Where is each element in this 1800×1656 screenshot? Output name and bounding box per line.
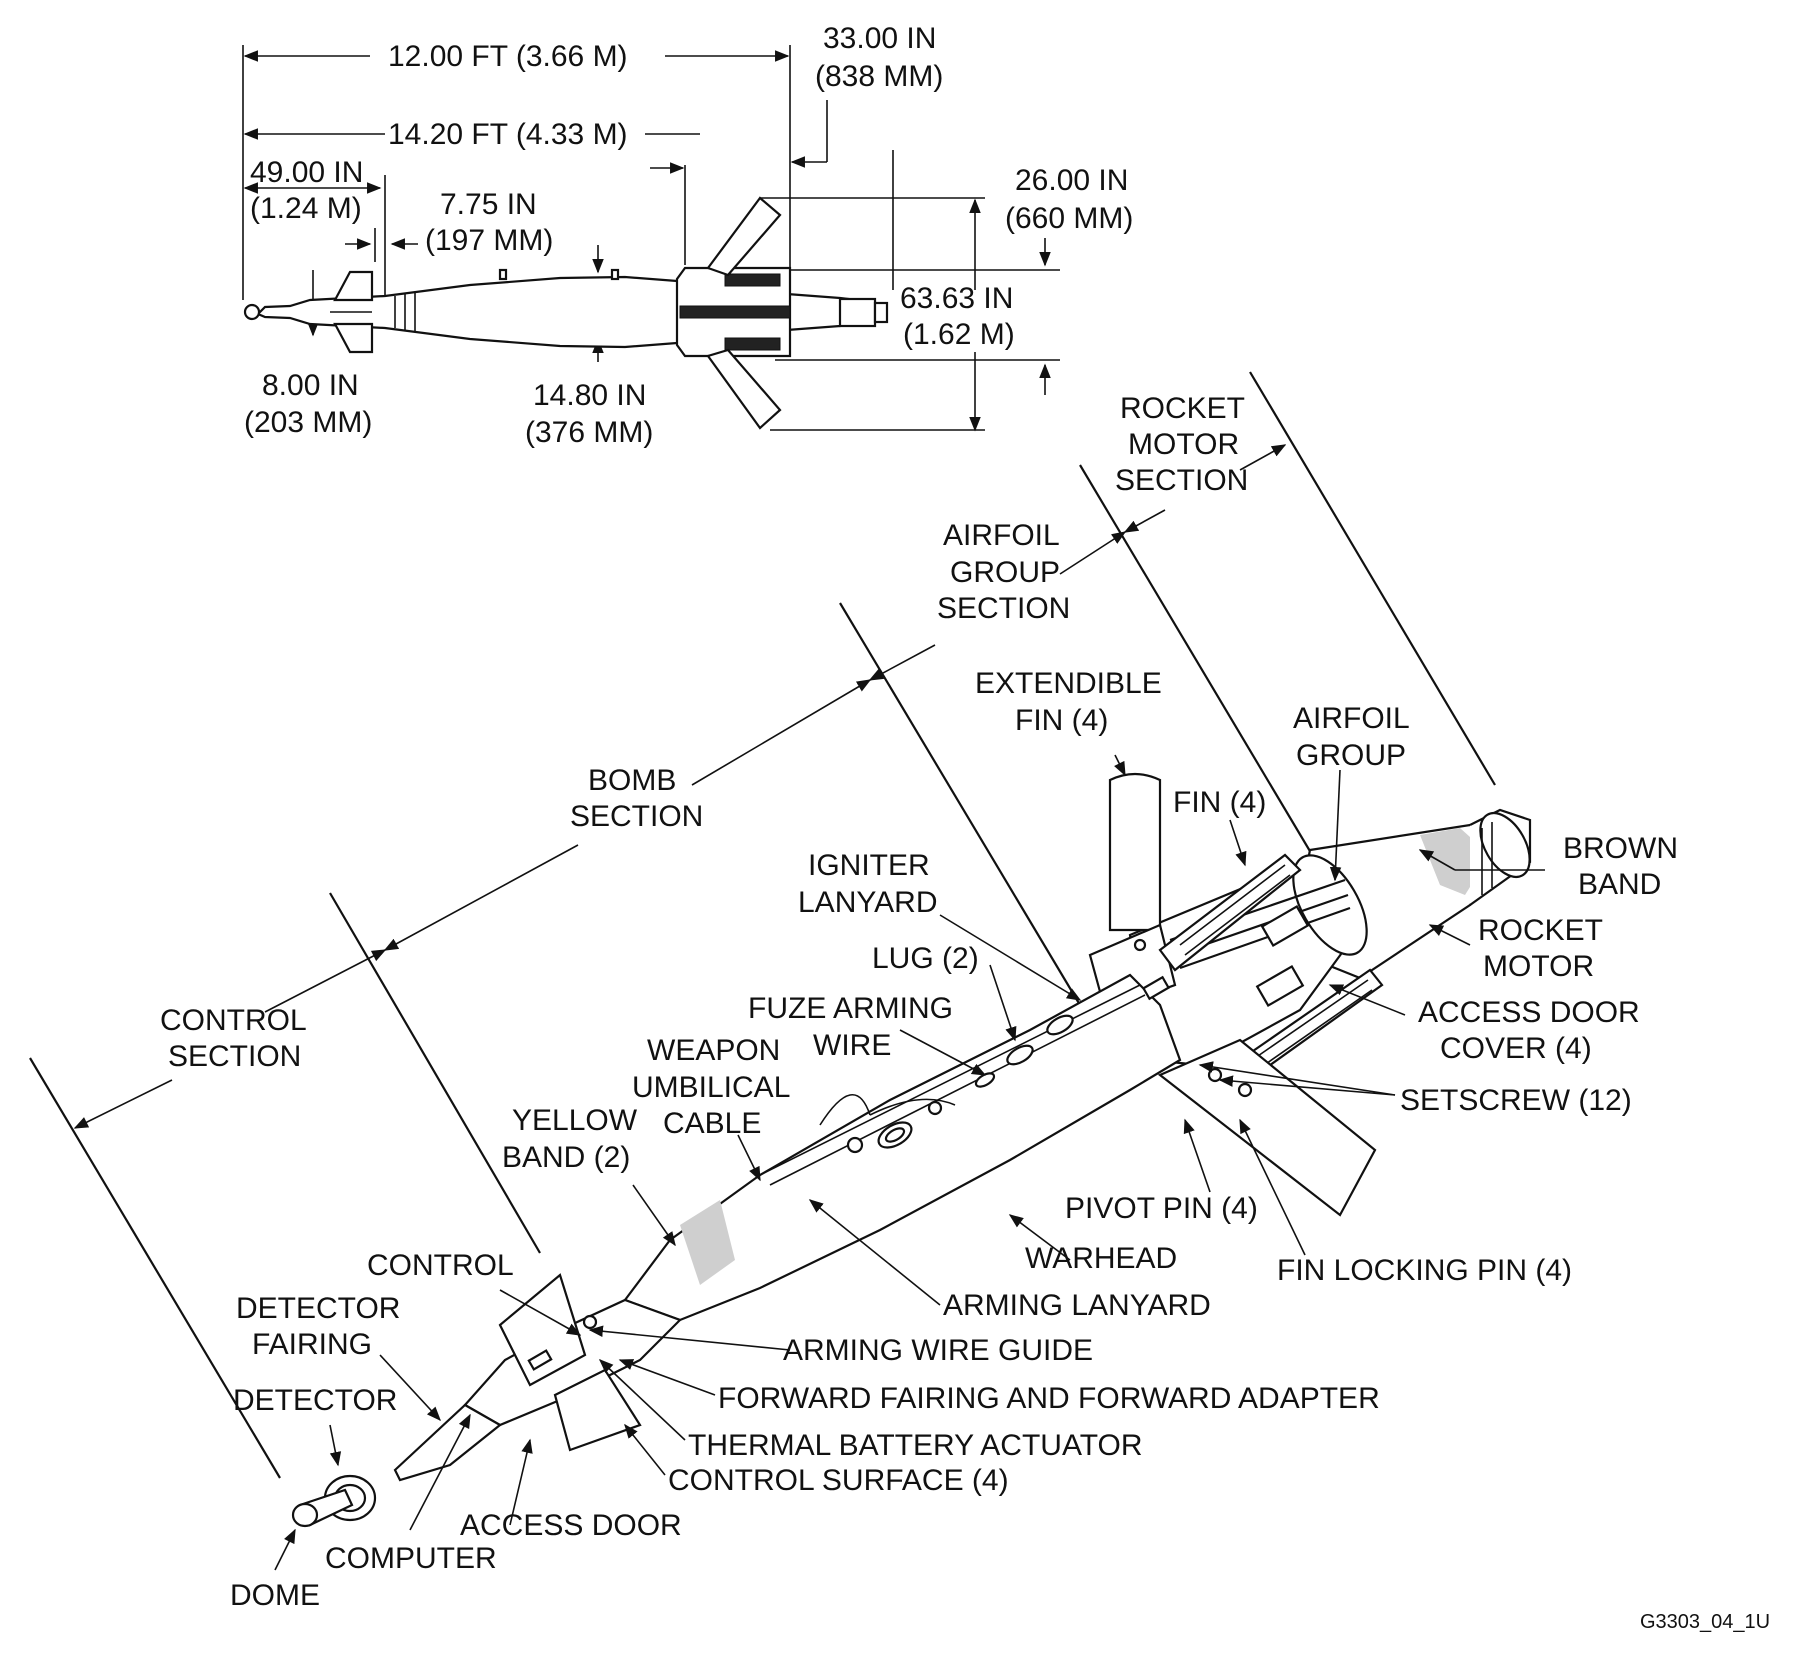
airfoil-group-1: AIRFOIL bbox=[1293, 702, 1410, 735]
weapon-umbilical-1: WEAPON bbox=[647, 1034, 780, 1067]
warhead-label: WARHEAD bbox=[1025, 1242, 1177, 1275]
airfoil-section-1: AIRFOIL bbox=[943, 519, 1060, 552]
access-door-cover-1: ACCESS DOOR bbox=[1418, 996, 1640, 1029]
arming-wire-guide-label: ARMING WIRE GUIDE bbox=[783, 1334, 1093, 1367]
bomb-section-1: BOMB bbox=[588, 764, 676, 797]
warhead-body bbox=[623, 973, 1182, 1322]
detector-fairing-1: DETECTOR bbox=[236, 1292, 400, 1325]
extendible-fin-1: EXTENDIBLE bbox=[975, 667, 1162, 700]
dim-14ft: 14.20 FT (4.33 M) bbox=[388, 118, 628, 151]
fuze-arming-wire-1: FUZE ARMING bbox=[748, 992, 953, 1025]
dim-775in-1: 7.75 IN bbox=[440, 188, 537, 221]
yellow-band-1: YELLOW bbox=[512, 1104, 638, 1137]
fin-label: FIN (4) bbox=[1173, 786, 1266, 819]
pivot-pin-label: PIVOT PIN (4) bbox=[1065, 1192, 1258, 1225]
dim-6363in-2: (1.62 M) bbox=[903, 318, 1015, 351]
fuze-arming-wire-2: WIRE bbox=[813, 1029, 891, 1062]
bomb-section-2: SECTION bbox=[570, 800, 703, 833]
forward-fairing-label: FORWARD FAIRING AND FORWARD ADAPTER bbox=[718, 1382, 1380, 1415]
airfoil-section-3: SECTION bbox=[937, 592, 1070, 625]
detector-label: DETECTOR bbox=[233, 1384, 397, 1417]
brown-band-1: BROWN bbox=[1563, 832, 1678, 865]
dim-12ft: 12.00 FT (3.66 M) bbox=[388, 40, 628, 73]
computer-label: COMPUTER bbox=[325, 1542, 497, 1575]
rocket-motor-1: ROCKET bbox=[1478, 914, 1603, 947]
control-section-1: CONTROL bbox=[160, 1004, 307, 1037]
access-door-label: ACCESS DOOR bbox=[460, 1509, 682, 1542]
arming-lanyard-label: ARMING LANYARD bbox=[943, 1289, 1211, 1322]
extendible-fin bbox=[1108, 772, 1162, 932]
fin-locking-pin-label: FIN LOCKING PIN (4) bbox=[1277, 1254, 1572, 1287]
dim-148in-2: (376 MM) bbox=[525, 416, 653, 449]
dim-33in-2: (838 MM) bbox=[815, 60, 943, 93]
brown-band-2: BAND bbox=[1578, 868, 1661, 901]
weapon-umbilical-2: UMBILICAL bbox=[632, 1071, 790, 1104]
rocket-motor-section-3: SECTION bbox=[1115, 464, 1248, 497]
dim-49in-2: (1.24 M) bbox=[250, 192, 362, 225]
igniter-lanyard-2: LANYARD bbox=[798, 886, 937, 919]
yellow-band-2: BAND (2) bbox=[502, 1141, 630, 1174]
dim-49in-1: 49.00 IN bbox=[250, 156, 363, 189]
control-surface-label: CONTROL SURFACE (4) bbox=[668, 1464, 1009, 1497]
rocket-motor-section-2: MOTOR bbox=[1128, 428, 1239, 461]
dim-8in-2: (203 MM) bbox=[244, 406, 372, 439]
access-door-cover-2: COVER (4) bbox=[1440, 1032, 1592, 1065]
dim-26in-1: 26.00 IN bbox=[1015, 164, 1128, 197]
dim-6363in-1: 63.63 IN bbox=[900, 282, 1013, 315]
figure-id: G3303_04_1U bbox=[1640, 1611, 1770, 1633]
lug-label: LUG (2) bbox=[872, 942, 979, 975]
control-section-2: SECTION bbox=[168, 1040, 301, 1073]
extendible-fin-2: FIN (4) bbox=[1015, 704, 1108, 737]
airfoil-section-2: GROUP bbox=[950, 556, 1060, 589]
setscrew-label: SETSCREW (12) bbox=[1400, 1084, 1632, 1117]
side-view: 12.00 FT (3.66 M) 14.20 FT (4.33 M) 33.0… bbox=[242, 22, 1133, 449]
thermal-battery-label: THERMAL BATTERY ACTUATOR bbox=[688, 1429, 1143, 1462]
airfoil-group-2: GROUP bbox=[1296, 739, 1406, 772]
dome-label: DOME bbox=[230, 1579, 320, 1612]
detector-fairing-2: FAIRING bbox=[252, 1328, 372, 1361]
rocket-motor-2: MOTOR bbox=[1483, 950, 1594, 983]
dim-148in-1: 14.80 IN bbox=[533, 379, 646, 412]
dim-775in-2: (197 MM) bbox=[425, 224, 553, 257]
labels: ROCKET MOTOR SECTION AIRFOIL GROUP SECTI… bbox=[160, 392, 1770, 1633]
igniter-lanyard-1: IGNITER bbox=[808, 849, 930, 882]
control-label: CONTROL bbox=[367, 1249, 514, 1282]
weapon-umbilical-3: CABLE bbox=[663, 1107, 761, 1140]
dim-26in-2: (660 MM) bbox=[1005, 202, 1133, 235]
rocket-motor-section-1: ROCKET bbox=[1120, 392, 1245, 425]
isometric-view bbox=[29, 371, 1545, 1571]
dim-8in-1: 8.00 IN bbox=[262, 369, 359, 402]
dim-33in-1: 33.00 IN bbox=[823, 22, 936, 55]
